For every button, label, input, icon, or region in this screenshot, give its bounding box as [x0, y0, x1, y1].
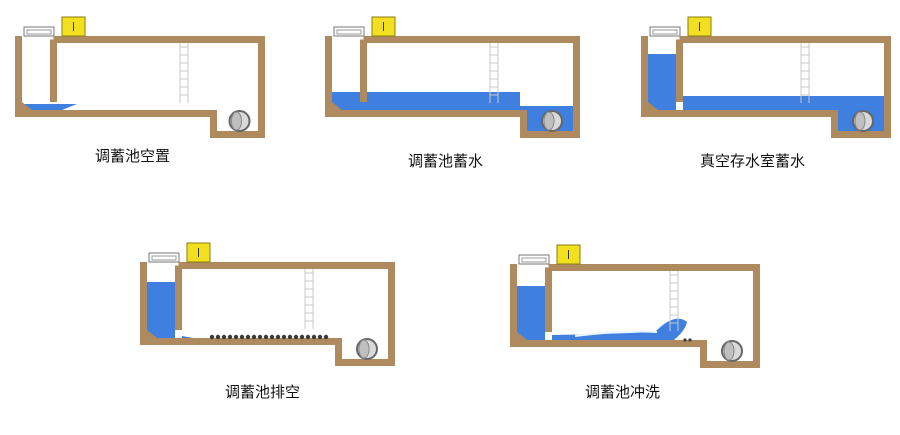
caption-flush: 调蓄池冲洗 — [585, 383, 661, 401]
sediment-particle — [233, 334, 239, 340]
panel-drain — [135, 236, 400, 376]
hatch-cover — [23, 26, 55, 37]
vacuum-hatch-icon — [148, 252, 180, 263]
sediment-particle — [209, 334, 215, 340]
floor-fillet — [22, 102, 32, 110]
sediment-particle — [683, 338, 687, 342]
water-layer — [648, 54, 884, 131]
sediment-particle — [688, 338, 692, 342]
outlet-pipe-icon — [228, 110, 251, 132]
pipe-inner — [543, 111, 555, 131]
ladder-icon — [669, 271, 679, 331]
caption-drain: 调蓄池排空 — [225, 383, 301, 401]
caption-empty: 调蓄池空置 — [95, 147, 171, 165]
pipe-inner — [854, 111, 866, 131]
sediment-particle — [215, 334, 221, 340]
panel-vacuum-storage — [636, 10, 896, 150]
hatch-inner — [26, 29, 52, 35]
floor-fillet — [517, 332, 527, 340]
control-box-icon — [556, 244, 581, 265]
hatch-cover — [148, 252, 180, 263]
sediment-particle — [299, 334, 305, 340]
pipe-inner — [231, 111, 242, 131]
control-box-icon — [61, 16, 86, 37]
panel-storage — [320, 10, 585, 145]
sediment-particle — [227, 334, 233, 340]
sediment-particle — [317, 334, 323, 340]
control-box-icon — [687, 16, 712, 37]
sediment-particle — [263, 334, 269, 340]
sediment — [209, 334, 329, 340]
vacuum-hatch-icon — [23, 26, 55, 37]
tank-walls — [15, 36, 265, 138]
tank-diagram-empty — [15, 16, 265, 138]
outlet-pipe-icon — [721, 340, 743, 362]
control-box-icon — [371, 16, 396, 37]
pipe-inner — [723, 341, 735, 361]
tank-diagram-vacuum — [641, 16, 891, 138]
hatch-cover — [649, 26, 681, 37]
sediment-particle — [275, 334, 281, 340]
sediment-particle — [281, 334, 287, 340]
vacuum-hatch-icon — [333, 26, 365, 37]
tank-diagram-storage — [325, 16, 580, 138]
hatch-inner — [151, 255, 177, 261]
outlet-pipe-icon — [852, 110, 874, 132]
panel-empty — [10, 10, 270, 145]
ladder-icon — [800, 43, 810, 103]
sediment-particle — [311, 334, 317, 340]
panel-flush — [505, 238, 767, 378]
sediment-particle — [257, 334, 263, 340]
floor-fillet — [648, 102, 658, 110]
wave-foam — [574, 330, 658, 337]
flush-wave — [552, 318, 687, 347]
floor-fillet — [147, 330, 157, 338]
sediment-particle — [245, 334, 251, 340]
outlet-pipe-icon — [356, 338, 378, 360]
sediment-particle — [305, 334, 311, 340]
sediment-particle — [323, 334, 329, 340]
sediment-particle — [239, 334, 245, 340]
tank-walls — [325, 36, 580, 138]
sediment-particle — [269, 334, 275, 340]
pipe-inner — [358, 339, 370, 359]
sediment — [683, 338, 692, 342]
sediment-particle — [293, 334, 299, 340]
tank-walls — [140, 262, 395, 366]
control-box-icon — [186, 242, 211, 263]
tank-walls — [510, 264, 760, 368]
hatch-inner — [336, 29, 362, 35]
ladder-icon — [489, 43, 499, 103]
sediment-particle — [287, 334, 293, 340]
ladder-icon — [179, 43, 189, 103]
hatch-cover — [333, 26, 365, 37]
tank-diagram-flush — [510, 244, 760, 368]
tank-diagram-drain — [140, 242, 395, 366]
caption-vacuum-storage: 真空存水室蓄水 — [700, 152, 806, 170]
vacuum-hatch-icon — [649, 26, 681, 37]
hatch-inner — [521, 257, 547, 263]
vacuum-hatch-icon — [518, 254, 550, 265]
floor-fillet — [332, 102, 342, 110]
outlet-pipe-icon — [541, 110, 563, 132]
water-layer — [517, 286, 687, 347]
hatch-inner — [652, 29, 678, 35]
hatch-cover — [518, 254, 550, 265]
ladder-icon — [304, 269, 314, 329]
sediment-particle — [221, 334, 227, 340]
tank-walls — [641, 36, 891, 138]
caption-storage: 调蓄池蓄水 — [408, 152, 484, 170]
sediment-particle — [251, 334, 257, 340]
